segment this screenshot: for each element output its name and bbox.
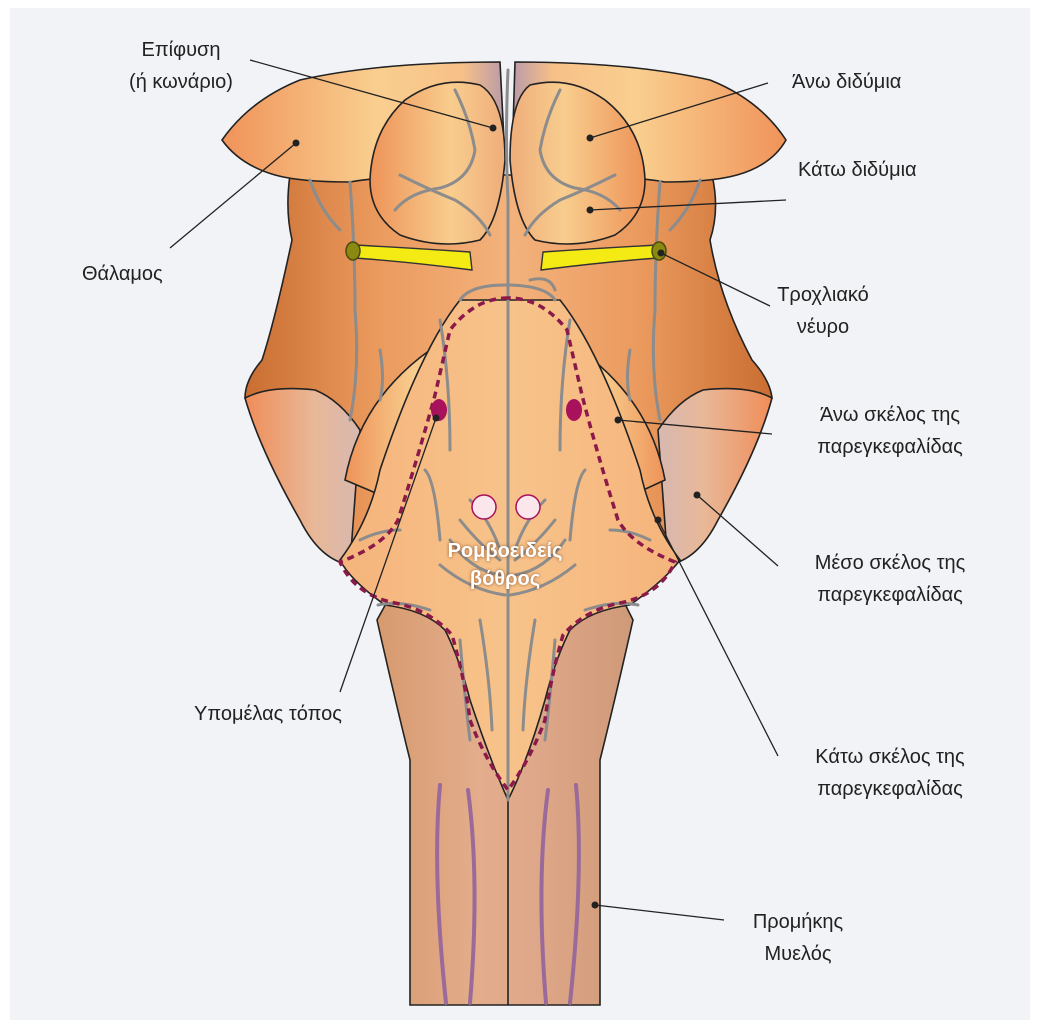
label-rhomboid-fossa: Ρομβοειδείς βόθρος xyxy=(420,537,590,593)
label-inferior-peduncle-line2: παρεγκεφαλίδας xyxy=(780,773,1000,805)
label-rhomboid-fossa-line2: βόθρος xyxy=(420,565,590,593)
trochlear-exit-left xyxy=(346,242,360,260)
label-trochlear-nerve: Τροχλιακό νέυρο xyxy=(760,279,886,343)
locus-coeruleus-right xyxy=(566,399,582,421)
facial-colliculus-right xyxy=(516,495,540,519)
label-superior-peduncle-line2: παρεγκεφαλίδας xyxy=(780,431,1000,463)
label-superior-colliculus-text: Άνω διδύμια xyxy=(792,66,901,98)
label-middle-peduncle: Μέσο σκέλος της παρεγκεφαλίδας xyxy=(780,547,1000,611)
label-thalamus-text: Θάλαμος xyxy=(82,258,163,290)
label-locus-coeruleus-text: Υπομέλας τόπος xyxy=(194,698,342,730)
label-superior-colliculus: Άνω διδύμια xyxy=(792,66,901,98)
label-trochlear-nerve-line1: Τροχλιακό xyxy=(760,279,886,311)
label-middle-peduncle-line2: παρεγκεφαλίδας xyxy=(780,579,1000,611)
label-thalamus: Θάλαμος xyxy=(82,258,163,290)
label-locus-coeruleus: Υπομέλας τόπος xyxy=(194,698,342,730)
label-inferior-peduncle: Κάτω σκέλος της παρεγκεφαλίδας xyxy=(780,741,1000,805)
label-rhomboid-fossa-line1: Ρομβοειδείς xyxy=(420,537,590,565)
label-trochlear-nerve-line2: νέυρο xyxy=(760,311,886,343)
label-inferior-colliculus-text: Κάτω διδύμια xyxy=(798,154,917,186)
label-inferior-peduncle-line1: Κάτω σκέλος της xyxy=(780,741,1000,773)
label-pineal-line2: (ή κωνάριο) xyxy=(76,66,286,98)
label-medulla-line1: Προμήκης xyxy=(718,906,878,938)
label-superior-peduncle: Άνω σκέλος της παρεγκεφαλίδας xyxy=(780,399,1000,463)
label-superior-peduncle-line1: Άνω σκέλος της xyxy=(780,399,1000,431)
label-medulla: Προμήκης Μυελός xyxy=(718,906,878,970)
label-pineal-line1: Επίφυση xyxy=(76,34,286,66)
label-pineal: Επίφυση (ή κωνάριο) xyxy=(76,34,286,98)
label-inferior-colliculus: Κάτω διδύμια xyxy=(798,154,917,186)
label-medulla-line2: Μυελός xyxy=(718,938,878,970)
label-middle-peduncle-line1: Μέσο σκέλος της xyxy=(780,547,1000,579)
facial-colliculus-left xyxy=(472,495,496,519)
